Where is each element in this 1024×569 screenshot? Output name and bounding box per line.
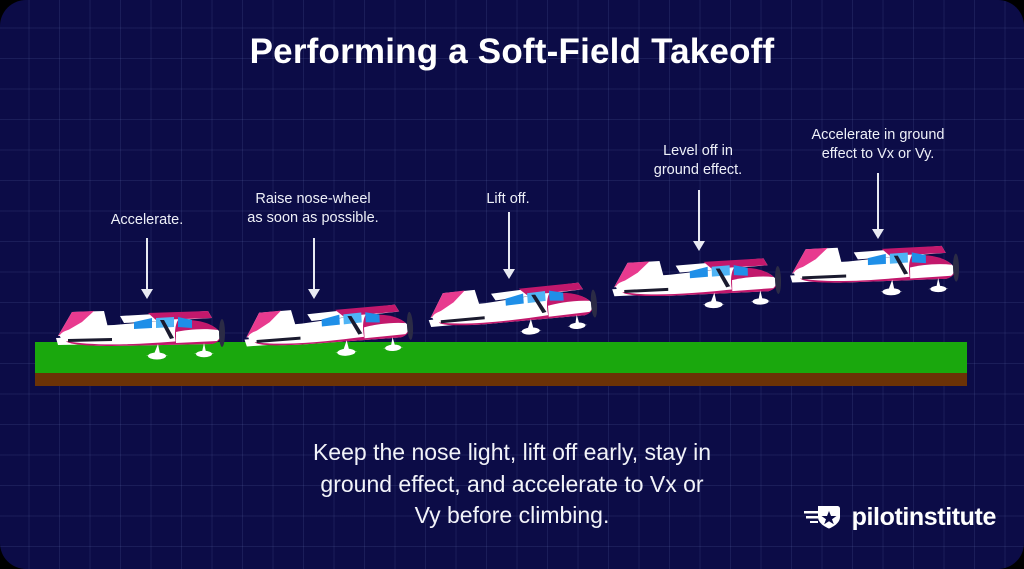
pointer-arrow-2	[308, 238, 320, 299]
brand-name: pilotinstitute	[851, 503, 997, 531]
summary-caption: Keep the nose light, lift off early, sta…	[312, 439, 712, 528]
aircraft-step-1	[52, 286, 237, 366]
step-label-5: Accelerate in ground effect to Vx or Vy.	[811, 127, 945, 163]
pointer-arrow-3	[503, 212, 515, 279]
step-label-1: Accelerate.	[110, 212, 184, 228]
grass-strip	[35, 342, 967, 373]
aircraft-step-4	[608, 235, 793, 315]
pointer-arrow-1	[141, 238, 153, 299]
brand-logo: pilotinstitute	[803, 500, 996, 535]
step-label-3: Lift off.	[486, 191, 530, 207]
step-label-4: Level off in ground effect.	[653, 143, 743, 179]
pointer-arrow-4	[693, 190, 705, 251]
aircraft-step-3	[424, 262, 609, 342]
aircraft-step-2	[240, 283, 425, 363]
winged-shield-star-icon	[803, 500, 843, 535]
page-title: Performing a Soft-Field Takeoff	[249, 32, 775, 71]
dirt-strip	[35, 373, 967, 386]
pointer-arrow-5	[872, 173, 884, 239]
aircraft-step-5	[786, 222, 971, 302]
step-label-2: Raise nose-wheel as soon as possible.	[247, 191, 379, 227]
